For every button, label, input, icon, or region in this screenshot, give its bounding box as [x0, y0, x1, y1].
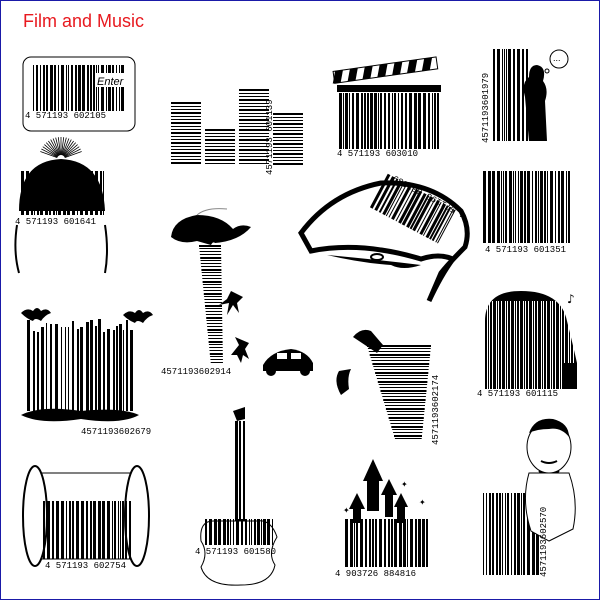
tornado-code: 4571193602914	[161, 367, 232, 377]
guitar-code: 4 571193 601580	[195, 547, 277, 557]
equalizer-barcode	[171, 89, 303, 165]
film-strip-barcode	[479, 169, 577, 247]
bats-barcode	[21, 308, 153, 422]
castle-code: 4 903726 884816	[335, 569, 417, 579]
guitar-barcode	[200, 407, 278, 586]
svg-text:✦: ✦	[343, 506, 350, 515]
headphones-barcode	[14, 137, 108, 274]
svg-text:✦: ✦	[401, 480, 408, 489]
listener-barcode: ...	[493, 49, 569, 141]
cassette-code: 4 571193 602105	[25, 111, 107, 121]
bats-code: 4571193602679	[81, 427, 152, 437]
reel-code: 4 571193 602754	[45, 561, 127, 571]
thought-bubble: ...	[553, 53, 561, 63]
clapperboard-code: 4 571193 603010	[337, 149, 419, 159]
cassette-barcode: Enter	[22, 56, 136, 132]
enter-label: Enter	[97, 76, 125, 88]
sumo-code: 4571193602570	[539, 506, 549, 577]
tornado-barcode	[171, 208, 313, 376]
headphones-code: 4 571193 601641	[15, 217, 97, 227]
sumo-barcode	[483, 418, 576, 575]
listener-code: 4571193601979	[481, 72, 491, 143]
castle-barcode: ✦ ✦ ✦	[343, 459, 428, 567]
equalizer-code: 4571193 601139	[265, 99, 275, 175]
climbers-barcode	[336, 329, 431, 439]
film-strip-code: 4 571193 601351	[485, 245, 567, 255]
svg-text:✦: ✦	[419, 498, 426, 507]
page-title: Film and Music	[23, 11, 145, 31]
piano-code: 4 571193 601115	[477, 389, 559, 399]
svg-text:♪: ♪	[567, 292, 575, 306]
car-door-barcode	[298, 173, 470, 303]
climbers-code: 4571193602174	[431, 374, 441, 445]
reel-barcode	[22, 465, 150, 567]
clapperboard-barcode	[332, 56, 441, 149]
piano-barcode: ♪	[485, 291, 577, 389]
